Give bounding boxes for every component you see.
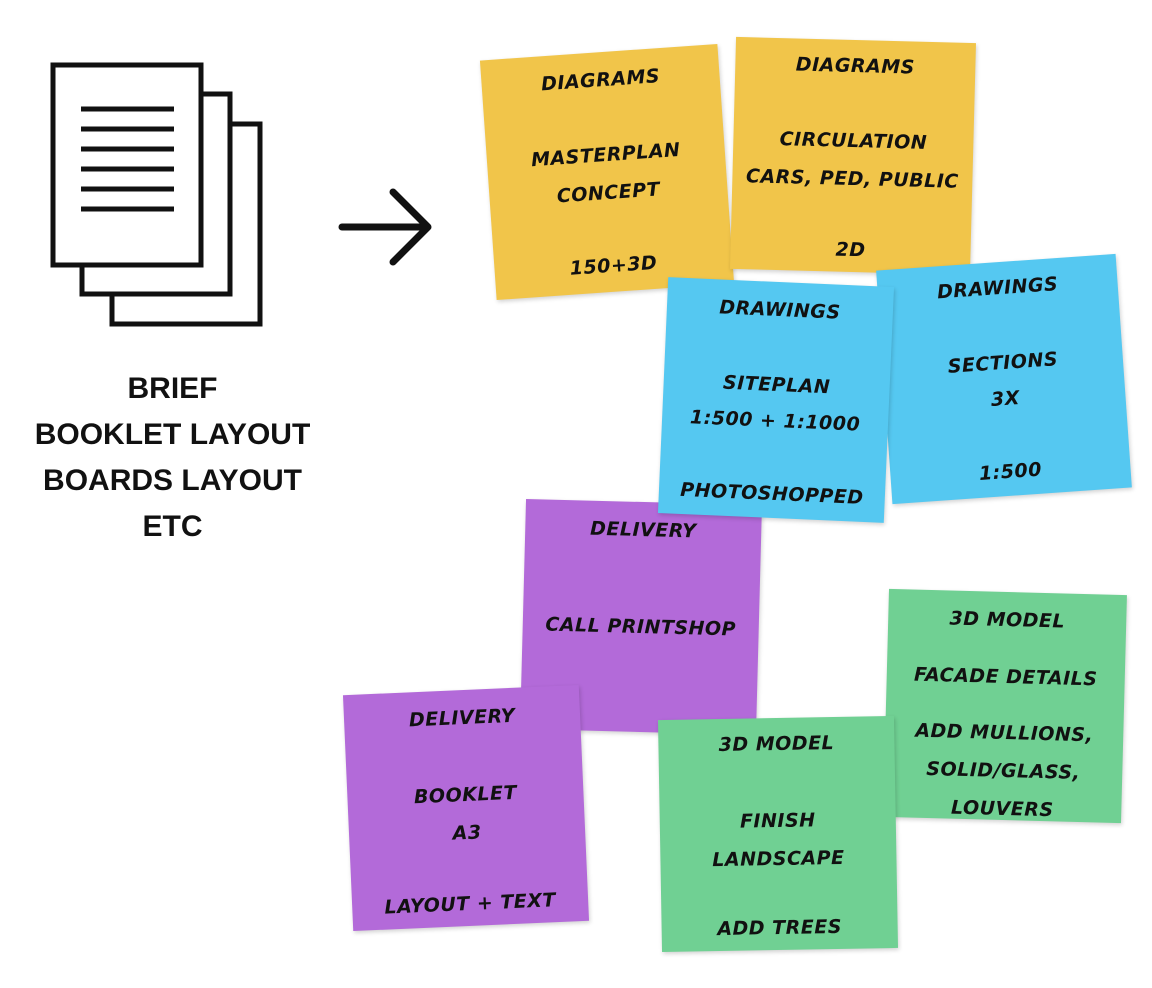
- note-footer: LAYOUT + TEXT: [384, 889, 557, 919]
- note-line: CARS, PED, PUBLIC: [745, 165, 960, 193]
- note-footer: 1:500: [978, 458, 1043, 485]
- note-footer: PHOTOSHOPPED: [679, 478, 865, 509]
- note-category: DELIVERY: [408, 704, 516, 732]
- note-category: DIAGRAMS: [540, 65, 661, 96]
- document-page-front: [50, 62, 204, 268]
- note-category: 3D MODEL: [718, 732, 835, 757]
- note-line: LANDSCAPE: [712, 846, 845, 872]
- arrow-right-icon: [338, 188, 432, 266]
- brief-line: BOOKLET LAYOUT: [34, 418, 311, 451]
- note-line: CIRCULATION: [779, 128, 928, 154]
- stacked-documents-icon: [50, 62, 263, 327]
- note-category: 3D MODEL: [949, 607, 1066, 633]
- brief-list: BRIEF BOOKLET LAYOUT BOARDS LAYOUT ETC: [0, 366, 345, 550]
- note-line: SOLID/GLASS,: [926, 757, 1081, 784]
- note-category: DRAWINGS: [936, 273, 1059, 304]
- sticky-note-drawings-sections[interactable]: DRAWINGS SECTIONS 3X 1:500: [876, 253, 1132, 505]
- note-footer: ADD TREES: [717, 915, 843, 941]
- sticky-note-diagrams-masterplan[interactable]: DIAGRAMS MASTERPLAN CONCEPT 150+3D: [479, 43, 735, 301]
- note-category: DRAWINGS: [718, 296, 841, 324]
- note-line: CALL PRINTSHOP: [545, 613, 737, 641]
- brief-line: BRIEF: [127, 372, 218, 405]
- sticky-note-3d-model-facade[interactable]: 3D MODEL FACADE DETAILS ADD MULLIONS, SO…: [883, 588, 1127, 824]
- note-line: FINISH: [739, 809, 816, 833]
- sticky-note-diagrams-circulation[interactable]: DIAGRAMS CIRCULATION CARS, PED, PUBLIC 2…: [730, 36, 976, 276]
- note-line: ADD MULLIONS,: [915, 719, 1094, 747]
- sticky-note-3d-model-landscape[interactable]: 3D MODEL FINISH LANDSCAPE ADD TREES: [657, 715, 899, 953]
- note-line: FACADE DETAILS: [913, 663, 1098, 691]
- brief-line: ETC: [142, 510, 203, 543]
- note-category: DIAGRAMS: [795, 53, 916, 79]
- note-footer: 2D: [835, 238, 866, 262]
- sticky-note-drawings-siteplan[interactable]: DRAWINGS SITEPLAN 1:500 + 1:1000 PHOTOSH…: [657, 277, 895, 523]
- note-line: LOUVERS: [950, 796, 1054, 822]
- brief-line: BOARDS LAYOUT: [43, 464, 302, 497]
- sticky-note-delivery-booklet[interactable]: DELIVERY BOOKLET A3 LAYOUT + TEXT: [342, 684, 590, 932]
